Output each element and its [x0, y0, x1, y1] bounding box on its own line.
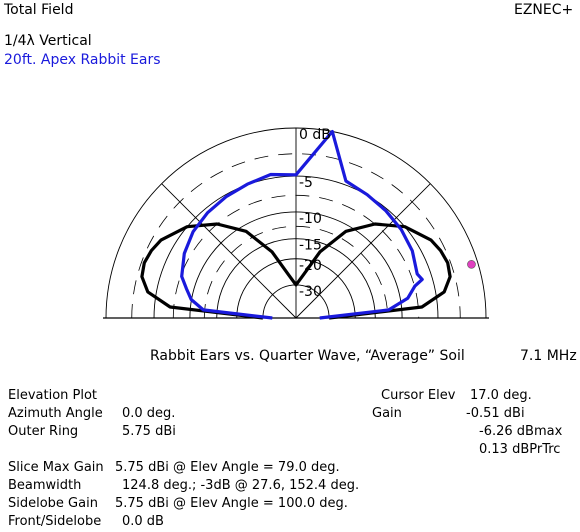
- beamwidth-label: Beamwidth: [8, 478, 82, 493]
- angle-spoke: [295, 183, 431, 319]
- plot-title: Total Field: [4, 2, 74, 18]
- caption-frequency: 7.1 MHz: [520, 348, 577, 364]
- db-ring-minor: [131, 153, 461, 319]
- cursor-gain-label: Gain: [372, 406, 402, 421]
- outer-ring-label: Outer Ring: [8, 424, 79, 439]
- cursor-marker[interactable]: [467, 260, 476, 269]
- beamwidth-value: 124.8 deg.; -3dB @ 27.6, 152.4 deg.: [122, 478, 360, 493]
- ring-label: -10: [299, 211, 322, 227]
- db-ring-minor: [203, 226, 389, 319]
- sidelobe-label: Sidelobe Gain: [8, 496, 98, 511]
- sidelobe-value: 5.75 dBi @ Elev Angle = 100.0 deg.: [115, 496, 348, 511]
- azimuth-value: 0.0 deg.: [122, 406, 176, 421]
- ring-labels: 0 dB -5 -10 -15 -20 -30: [299, 127, 331, 300]
- ring-label: -20: [299, 258, 322, 274]
- cursor-elev-label: Cursor Elev: [381, 388, 456, 403]
- front-sidelobe-label: Front/Sidelobe: [8, 514, 102, 529]
- ring-label: -30: [299, 284, 322, 300]
- legend-quarter-wave: 1/4λ Vertical: [4, 33, 92, 49]
- app-name: EZNEC+: [514, 2, 574, 18]
- outer-ring-value: 5.75 dBi: [122, 424, 176, 439]
- polar-plot: 0 dB -5 -10 -15 -20 -30: [103, 127, 489, 320]
- azimuth-label: Azimuth Angle: [8, 406, 103, 421]
- ring-label: -15: [299, 238, 322, 254]
- cursor-dbmax-value: -6.26 dBmax: [479, 424, 563, 439]
- legend-rabbit-ears: 20ft. Apex Rabbit Ears: [4, 52, 161, 68]
- plot-type: Elevation Plot: [8, 388, 98, 403]
- slice-max-label: Slice Max Gain: [8, 460, 104, 475]
- slice-max-value: 5.75 dBi @ Elev Angle = 79.0 deg.: [115, 460, 340, 475]
- cursor-elev-value: 17.0 deg.: [470, 388, 532, 403]
- cursor-gain-value: -0.51 dBi: [466, 406, 525, 421]
- pattern-traces: [140, 129, 476, 320]
- ring-label: 0 dB: [299, 127, 331, 143]
- pattern-trace: [180, 129, 424, 320]
- angle-spoke: [161, 183, 297, 319]
- caption-title: Rabbit Ears vs. Quarter Wave, “Average” …: [150, 348, 465, 364]
- cursor-dbprtrc-value: 0.13 dBPrTrc: [479, 442, 561, 457]
- pattern-trace: [140, 222, 452, 320]
- front-sidelobe-value: 0.0 dB: [122, 514, 164, 529]
- ring-label: -5: [299, 175, 313, 191]
- polar-grid: [103, 127, 489, 319]
